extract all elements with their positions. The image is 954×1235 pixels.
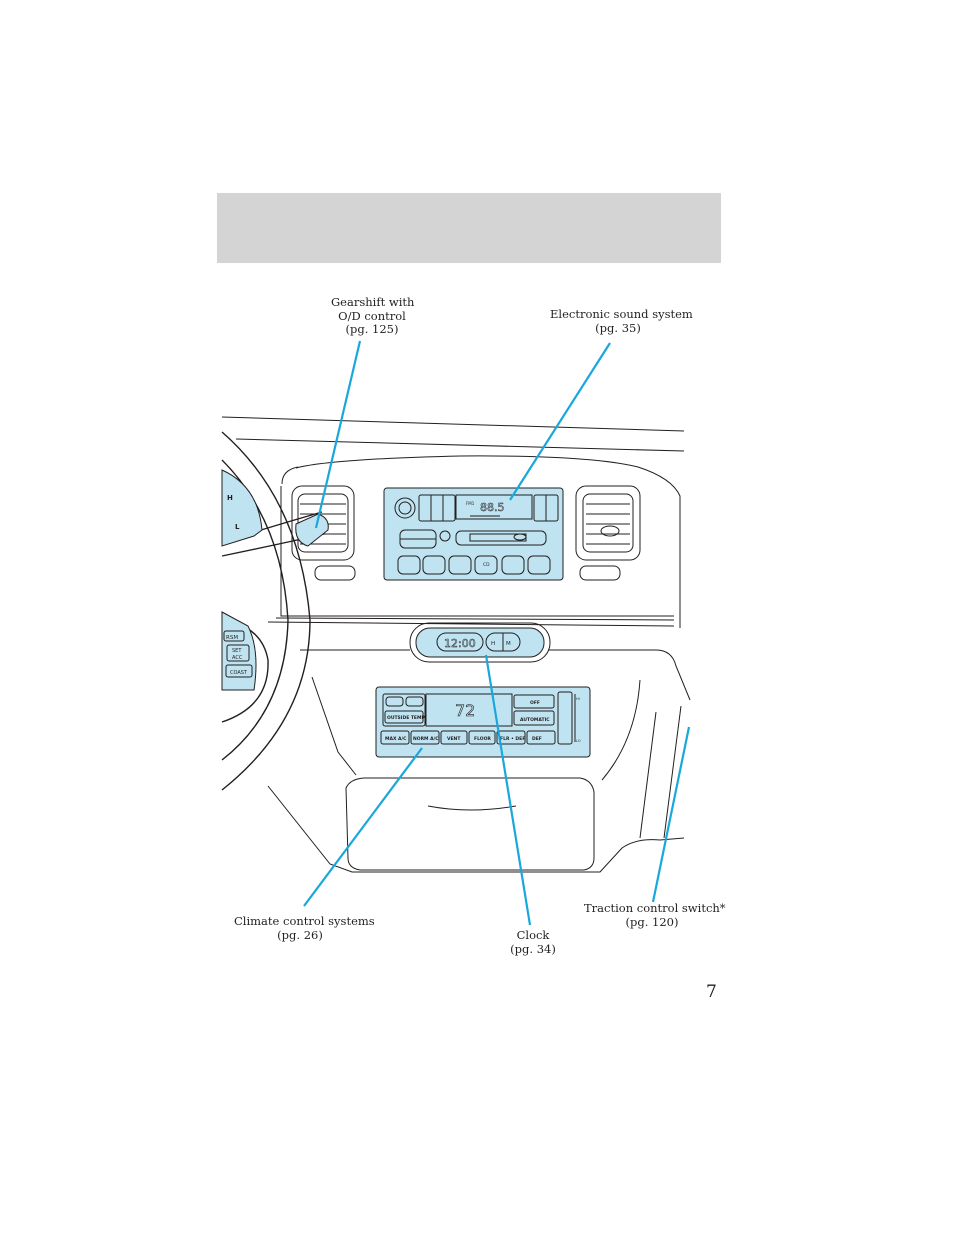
gearshift-callout-line3: (pg. 125) <box>345 322 399 336</box>
gearshift-leader-line <box>314 340 362 529</box>
clock-leader-line <box>484 654 532 926</box>
sound-callout: Electronic sound system (pg. 35) <box>550 307 693 335</box>
sound-callout-line1: Electronic sound system <box>550 307 693 321</box>
radio-panel <box>383 487 564 581</box>
gearshift-callout-line2: O/D control <box>338 308 406 323</box>
climate-hi-label: HI <box>576 697 580 701</box>
header-band <box>217 193 721 263</box>
right-air-vent <box>575 485 641 581</box>
clock-time: 12:00 <box>444 637 476 650</box>
radio-band: FM1 <box>466 501 475 506</box>
clock-callout-line2: (pg. 34) <box>510 941 556 956</box>
climate-vent-button[interactable]: VENT <box>447 736 461 742</box>
sound-leader-line <box>509 342 611 501</box>
climate-def-button[interactable]: DEF <box>532 736 542 742</box>
climate-outside-temp[interactable]: OUTSIDE TEMP <box>387 715 425 721</box>
speed-coast-label: COAST <box>230 670 248 676</box>
callout-lines <box>303 340 691 926</box>
page-number: 7 <box>706 982 717 1002</box>
radio-frequency: 88.5 <box>480 501 505 514</box>
climate-floor-button[interactable]: FLOOR <box>474 736 491 742</box>
dash-outline <box>221 416 691 873</box>
climate-callout: Climate control systems (pg. 26) <box>234 914 375 942</box>
gauge-high-label: H <box>227 494 233 502</box>
gearshift-callout: Gearshift with O/D control (pg. 125) <box>331 295 415 337</box>
gearshift-callout-line1: Gearshift with <box>331 295 415 309</box>
clock-callout: Clock (pg. 34) <box>503 928 563 956</box>
climate-lo-label: LO <box>576 739 581 743</box>
climate-norm-ac-button[interactable]: NORM A/C <box>413 736 439 742</box>
climate-off-button[interactable]: OFF <box>530 700 540 706</box>
clock-hour-button[interactable]: H <box>491 641 495 647</box>
climate-leader-line <box>303 747 423 907</box>
gauge-low-label: L <box>235 523 240 531</box>
climate-panel <box>375 686 591 758</box>
climate-flr-def-button[interactable]: FLR • DEF <box>500 736 525 742</box>
sound-callout-line2: (pg. 35) <box>595 320 641 335</box>
clock-panel <box>409 622 551 663</box>
climate-max-ac-button[interactable]: MAX A/C <box>385 736 407 742</box>
speed-rsm-label: RSM <box>226 635 238 641</box>
gauge-cluster <box>221 469 263 691</box>
climate-callout-line2: (pg. 26) <box>277 927 323 942</box>
traction-callout-line1: Traction control switch* <box>584 901 726 915</box>
climate-automatic-button[interactable]: AUTOMATIC <box>520 717 550 723</box>
climate-callout-line1: Climate control systems <box>234 914 375 928</box>
traction-callout-line2: (pg. 120) <box>625 914 679 929</box>
gearshift-lever <box>295 513 329 547</box>
radio-cd-label: CD <box>483 562 490 568</box>
traction-leader-line <box>651 726 691 903</box>
traction-callout: Traction control switch* (pg. 120) <box>584 901 726 929</box>
speed-set-label: SET <box>232 648 242 654</box>
clock-minute-button[interactable]: M <box>506 641 511 647</box>
climate-temperature: 72 <box>455 701 475 720</box>
clock-callout-line1: Clock <box>516 928 550 942</box>
speed-acc-label: ACC <box>232 655 243 661</box>
